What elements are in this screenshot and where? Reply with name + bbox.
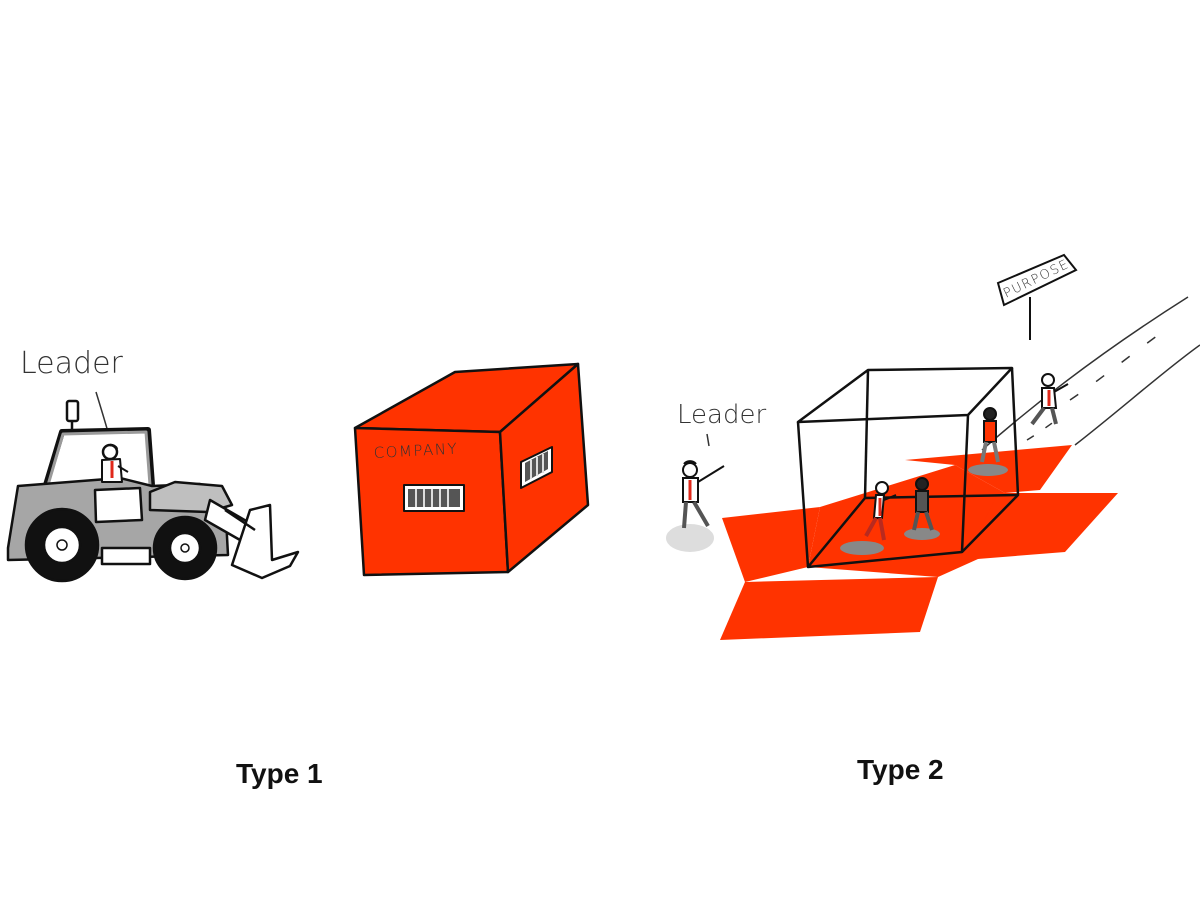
type-1-leader-label: Leader (20, 346, 124, 381)
type-2-leader-label: Leader (677, 400, 766, 430)
company-box (353, 362, 590, 577)
purpose-sign (996, 253, 1078, 340)
leader-figure (666, 460, 725, 552)
purpose-road (981, 296, 1200, 451)
leader-pointer-tick (706, 433, 710, 447)
type-1-caption: Type 1 (236, 758, 323, 789)
walking-figure (1030, 373, 1069, 426)
company-label: COMPANY (373, 440, 458, 462)
wireframe-cube (796, 366, 1020, 569)
type-2-caption: Type 2 (857, 754, 944, 785)
type-1-illustration: Leader (6, 346, 590, 583)
leader-pointer-line (95, 391, 109, 433)
type-2-illustration: PURPOSE (666, 253, 1200, 640)
bulldozer-drawing (6, 399, 300, 583)
side-vent (520, 446, 553, 489)
unfolded-box-net (720, 445, 1118, 640)
front-vent (403, 484, 465, 512)
team-members (840, 407, 1008, 555)
